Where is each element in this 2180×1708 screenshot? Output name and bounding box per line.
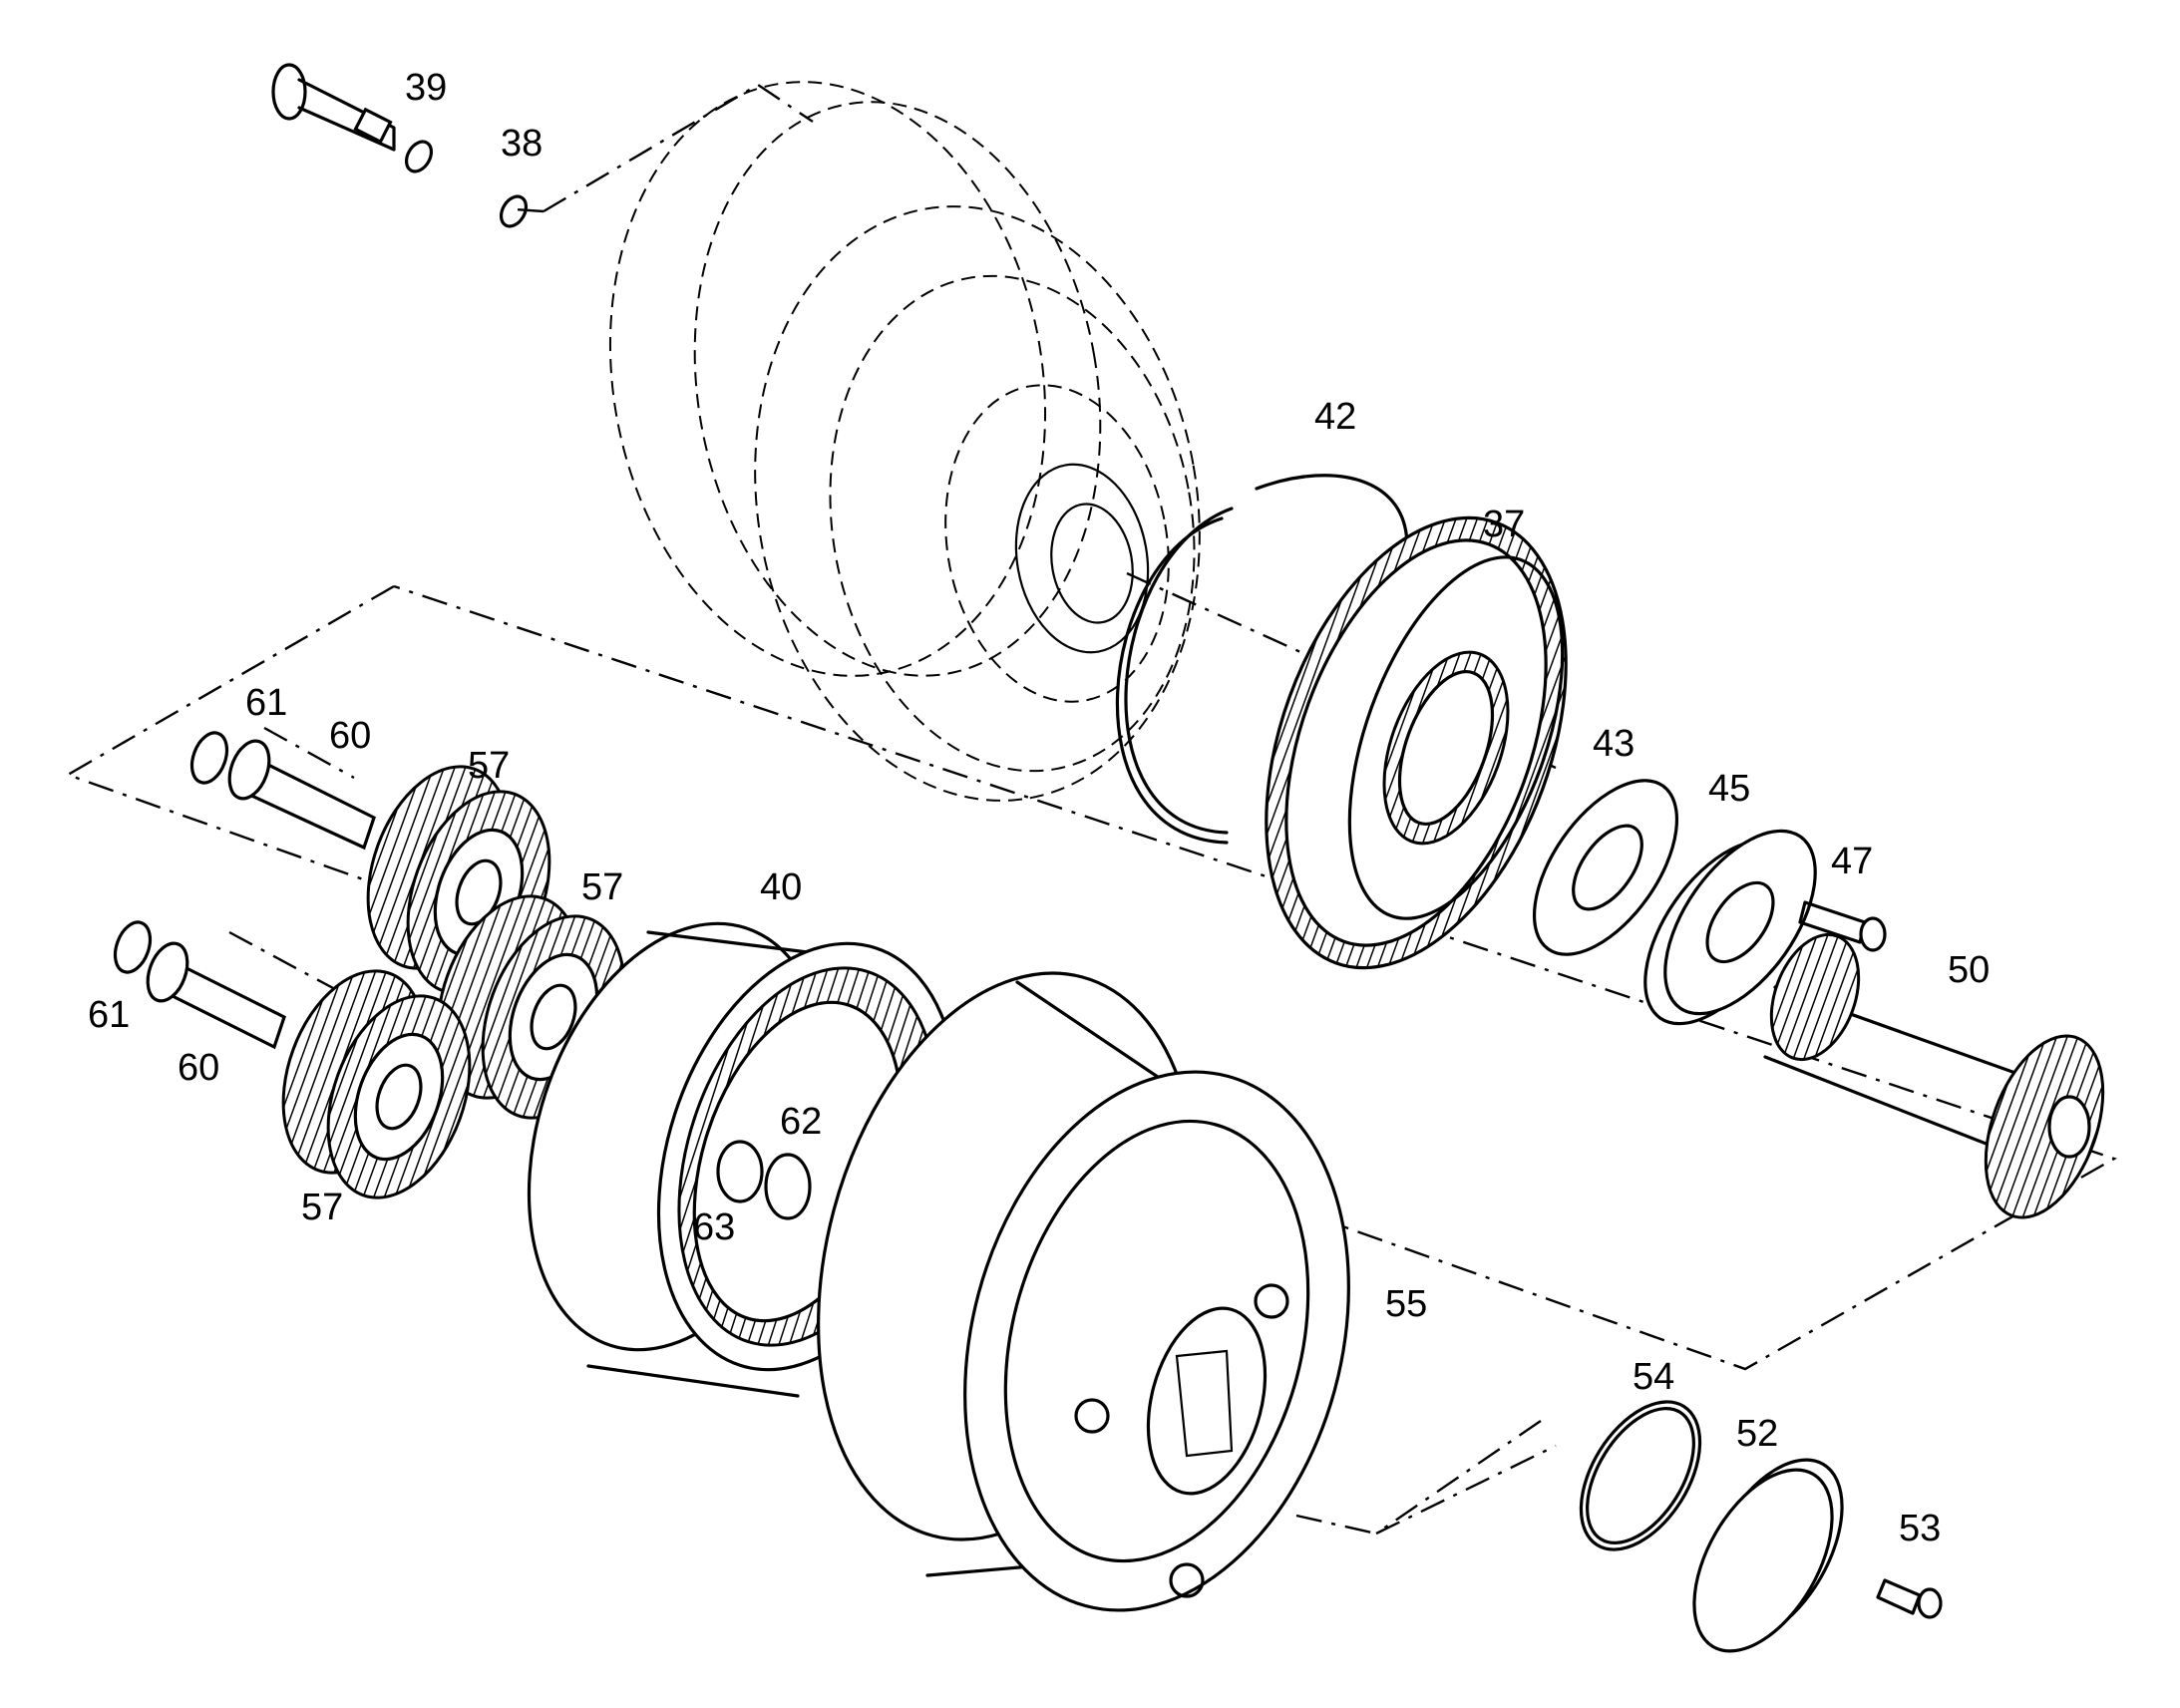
retaining-ring-part-61-lower <box>113 920 153 974</box>
sun-shaft-part-50 <box>1763 932 2105 1219</box>
snap-ring-part-42 <box>1115 474 1409 845</box>
callout-60-lower: 60 <box>178 1047 219 1089</box>
callout-57-lower: 57 <box>301 1187 343 1228</box>
ring-gear-part-37 <box>1265 515 1568 970</box>
callout-54: 54 <box>1633 1356 1674 1398</box>
bolt-part-47 <box>1798 900 1887 952</box>
o-ring-part-38 <box>499 194 529 228</box>
wheel-drum-hidden <box>608 81 1201 802</box>
callout-45: 45 <box>1708 768 1750 810</box>
washer-part-43 <box>1532 779 1679 956</box>
cover-part-52 <box>1692 1458 1844 1653</box>
callout-52: 52 <box>1736 1413 1778 1455</box>
callout-61-upper: 61 <box>245 682 287 724</box>
planet-pin-part-60-lower <box>146 941 286 1050</box>
hub-disk-part-45 <box>1643 829 1817 1026</box>
callout-43: 43 <box>1593 723 1635 765</box>
callout-labels: 39 38 42 37 43 45 47 50 61 60 57 57 40 6… <box>88 67 1990 1549</box>
callout-38: 38 <box>501 123 543 165</box>
planet-gear-part-57-upper <box>366 765 551 995</box>
callout-62: 62 <box>780 1101 822 1143</box>
ring-part-63 <box>716 1140 764 1203</box>
washer-part-62 <box>764 1153 812 1220</box>
callout-57-upper: 57 <box>468 745 510 787</box>
o-ring-part-54 <box>1579 1400 1702 1551</box>
planet-pin-part-60-upper <box>227 739 376 851</box>
callout-57-middle: 57 <box>581 866 623 908</box>
retaining-ring-part-61-upper <box>189 731 229 785</box>
callout-42: 42 <box>1314 396 1356 438</box>
pin-part-39 <box>271 63 396 152</box>
callout-55: 55 <box>1385 1283 1427 1325</box>
screw-part-53 <box>1876 1578 1943 1619</box>
callout-53: 53 <box>1899 1508 1941 1549</box>
callout-60-upper: 60 <box>329 715 371 757</box>
callout-50: 50 <box>1948 949 1990 991</box>
callout-63: 63 <box>693 1206 735 1248</box>
callout-37: 37 <box>1483 504 1525 545</box>
callout-39: 39 <box>405 67 447 109</box>
o-ring-part-39 <box>404 140 434 173</box>
callout-40: 40 <box>760 866 802 908</box>
planet-gear-part-57-lower <box>281 969 472 1199</box>
callout-61-lower: 61 <box>88 994 130 1036</box>
callout-47: 47 <box>1831 841 1873 882</box>
hub-housing-part-55 <box>817 971 1350 1612</box>
